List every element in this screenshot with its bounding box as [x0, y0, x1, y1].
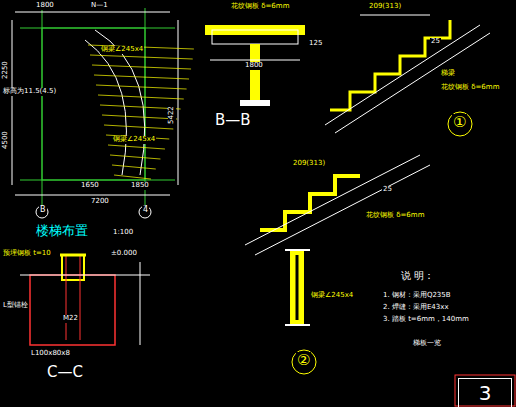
drawing-label: 钢梁∠245x4: [112, 136, 156, 144]
drawing-label: ②: [296, 352, 311, 369]
drawing-label: ±0.000: [110, 250, 138, 258]
drawing-label: B—B: [214, 112, 252, 129]
drawing-label: B: [39, 206, 47, 215]
drawing-label: 楼梯布置: [35, 224, 89, 238]
drawing-label: 花纹钢板 δ=6mm: [365, 212, 425, 220]
tread-line: [108, 145, 165, 149]
drawing-label: M22: [62, 315, 79, 323]
drawing-label: 1800: [244, 62, 264, 70]
tread-line: [112, 165, 156, 169]
drawing-label: 1650: [80, 182, 100, 190]
tread-line: [90, 55, 193, 59]
drawing-label: ①: [452, 114, 467, 131]
drawing-label: 1850: [130, 182, 150, 190]
drawing-label: 5422: [168, 105, 176, 125]
drawing-label: 25: [430, 38, 441, 46]
drawing-label: 7200: [90, 198, 110, 206]
drawing-label: 钢梁∠245x4: [100, 46, 144, 54]
drawing-label: 2. 焊缝：采用E43xx: [382, 304, 450, 312]
drawing-label: 预埋钢板 t=10: [2, 250, 52, 258]
drawing-label: 25: [382, 186, 393, 194]
drawing-label: 标高为11.5(4.5): [2, 88, 57, 96]
sheet-number-box: 3: [458, 378, 512, 407]
drawing-label: 209(313): [292, 160, 326, 168]
tread-line: [98, 95, 184, 99]
drawing-label: 4500: [2, 130, 10, 150]
drawing-label: 2250: [2, 60, 10, 80]
drawing-label: 钢梁∠245x4: [310, 292, 354, 300]
tread-line: [110, 155, 160, 159]
drawing-label: 花纹钢板 δ=6mm: [230, 3, 290, 11]
drawing-label: L100x80x8: [30, 350, 71, 358]
tread-line: [94, 75, 189, 79]
tread-line: [92, 65, 191, 69]
tread-line: [104, 125, 173, 129]
drawing-label: 209(313): [368, 3, 402, 11]
tread-line: [96, 85, 187, 89]
drawing-label: 125: [308, 40, 323, 48]
drawing-label: 4: [142, 206, 149, 215]
drawing-label: 说 明：: [400, 270, 435, 281]
drawing-label: 1. 钢材：采用Q235B: [382, 292, 452, 300]
tread-line: [114, 175, 151, 179]
drawing-label: 花纹钢板 δ=6mm: [440, 84, 500, 92]
drawing-label: L型锚栓: [2, 302, 29, 310]
drawing-label: 1800: [35, 2, 55, 10]
drawing-label: 3. 踏板 t=6mm，140mm: [382, 316, 470, 324]
drawing-label: C—C: [46, 364, 84, 381]
tread-line: [102, 115, 177, 119]
drawing-label: 梯梁: [440, 70, 456, 78]
drawing-label: N—1: [90, 2, 109, 10]
sheet-number: 3: [479, 381, 492, 405]
drawing-label: 梯板一览: [412, 340, 442, 348]
drawing-label: 1:100: [112, 229, 134, 237]
